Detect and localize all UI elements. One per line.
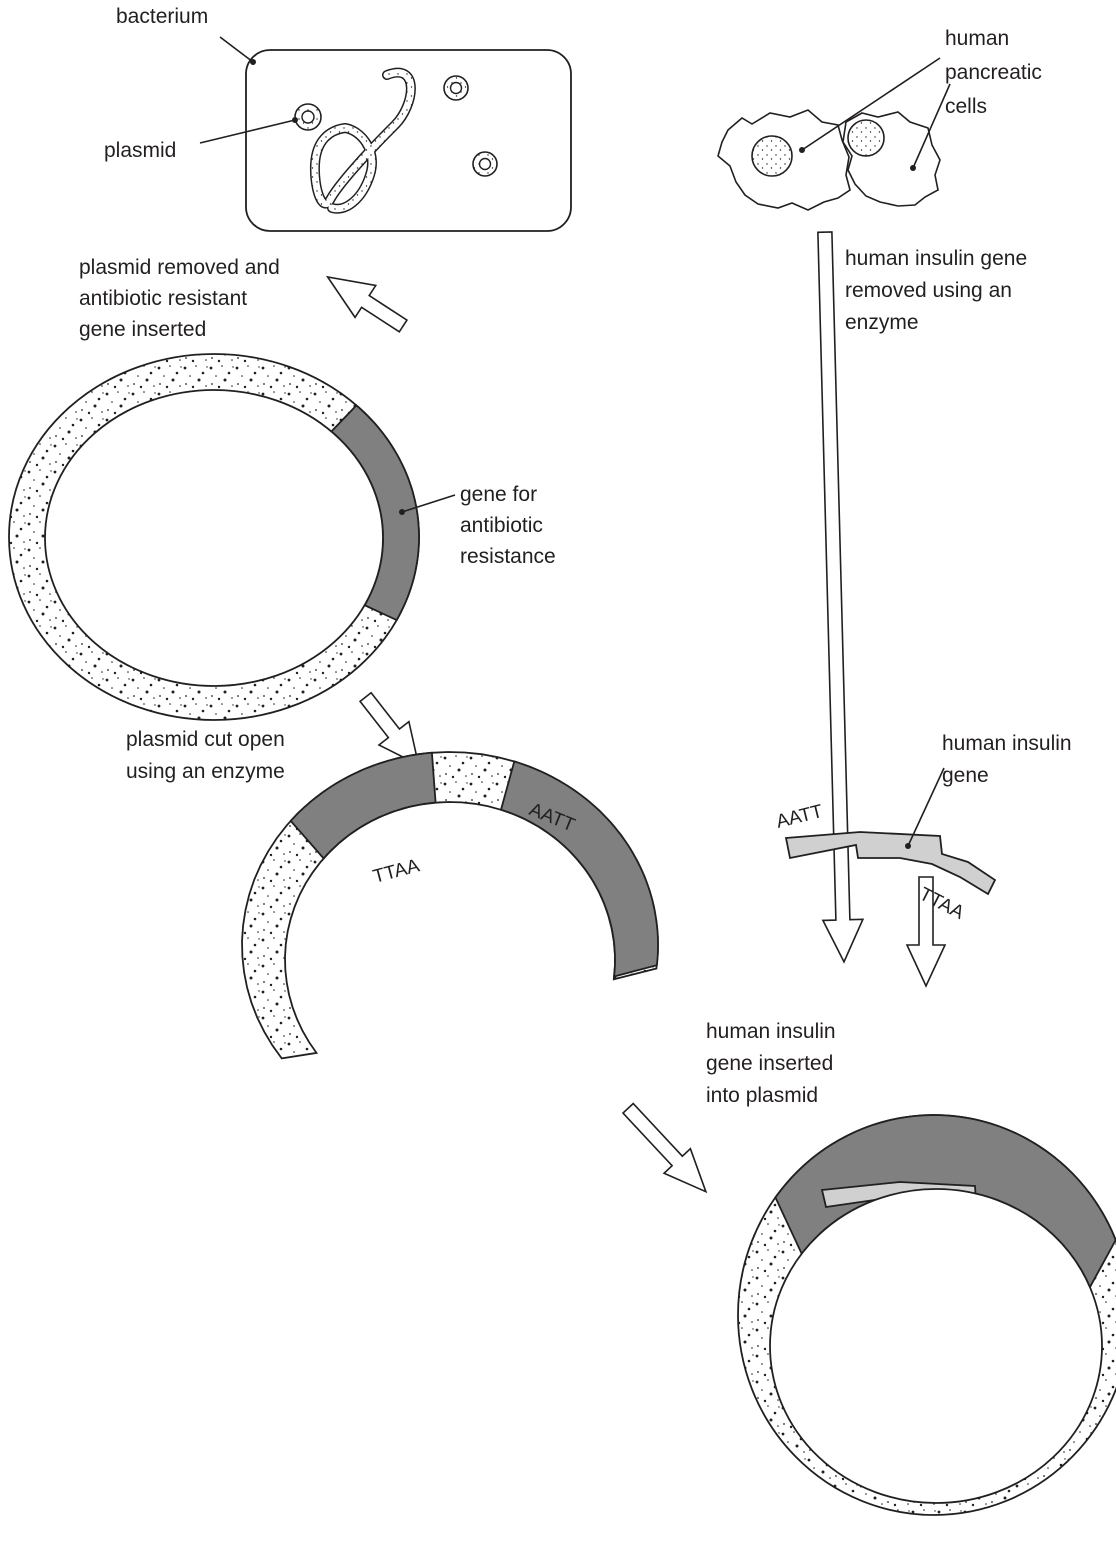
plasmid-label: plasmid [104,139,176,162]
cells-leader-line [912,83,951,169]
resistance-label: resistance [460,545,556,568]
bacterium-leader-line [219,36,254,63]
step1-label-line3: gene inserted [79,318,206,341]
step3-label-line1: plasmid cut open [126,728,285,751]
human-insulin-label-line1: human insulin [942,732,1072,755]
cut-plasmid-ring [241,751,659,1060]
insulin-gene [784,831,997,896]
step4-label-line2: gene inserted [706,1052,833,1075]
antibiotic-gene-right-part [499,760,659,978]
cell-nucleus [847,119,885,157]
final-recombinant-plasmid [737,1114,1116,1516]
pancreatic-label: pancreatic [945,61,1042,84]
sticky-end-aatt: AATT [774,801,825,833]
cell-nucleus [751,135,793,177]
step3-label-line2: using an enzyme [126,760,285,783]
step2-label-line3: enzyme [845,311,919,334]
arrow-2 [817,231,865,964]
cells-label: cells [945,95,987,118]
bacterium-label: bacterium [116,5,208,28]
arrow-3 [358,691,420,767]
step1-label-line1: plasmid removed and [79,256,280,279]
cut-plasmid: TTAA AATT [241,751,659,1060]
antibiotic-gene-left-part [289,751,437,860]
arrow-1 [325,275,409,333]
recombinant-plasmid-antibiotic: gene for antibiotic resistance [8,353,556,721]
arrow-5 [621,1102,708,1194]
small-plasmid [472,151,498,177]
plasmid-leader-line [199,119,296,144]
sticky-end-ttaa: TTAA [371,855,422,888]
step4-label-line3: into plasmid [706,1084,818,1107]
insulin-gene-leader [907,767,945,847]
step2-label-line1: human insulin gene [845,247,1027,270]
small-plasmid [294,103,322,131]
step2-label-line2: removed using an [845,279,1012,302]
human-insulin-label-line2: gene [942,764,989,787]
bacterium-group: bacterium plasmid [104,5,572,232]
small-plasmid [443,75,469,101]
insulin-gene-fragment: AATT TTAA human insulin gene [774,732,1071,924]
arrow-4 [905,876,947,988]
gene-for-label: gene for [460,483,537,506]
cells-leader-line [801,57,941,151]
step4-label-line1: human insulin [706,1020,836,1043]
bacterium-cell [245,49,572,232]
pancreatic-cells-group: human pancreatic cells [717,27,1042,211]
human-label: human [945,27,1009,50]
antibiotic-gene-leader [401,494,456,513]
antibiotic-label: antibiotic [460,514,543,537]
step1-label-line2: antibiotic resistant [79,287,247,310]
